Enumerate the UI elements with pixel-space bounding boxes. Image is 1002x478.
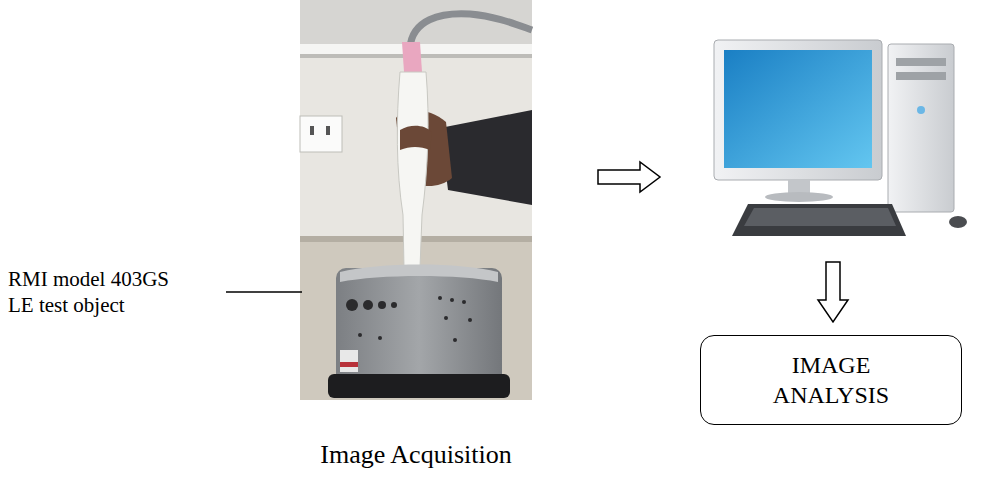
photo-caption-node: Image Acquisition (300, 0, 532, 478)
finger (400, 126, 432, 150)
probe-cable (410, 14, 532, 48)
hole (444, 316, 448, 320)
wall-socket (300, 116, 342, 152)
test-object-holes (346, 296, 472, 342)
monitor-foot (765, 192, 833, 202)
test-object-top (340, 265, 498, 283)
hole (363, 300, 373, 310)
probe (397, 72, 428, 274)
caption-text: Image Acquisition (320, 439, 511, 470)
photo-wall (300, 0, 532, 400)
computer-tower (888, 44, 954, 212)
hole (438, 296, 442, 300)
hole (468, 318, 472, 322)
flow-arrow (818, 262, 848, 322)
hole (462, 300, 466, 304)
keyboard (732, 204, 906, 236)
hole (378, 301, 386, 309)
monitor-neck (788, 180, 810, 194)
socket-slot (310, 126, 314, 135)
process-box: IMAGE ANALYSIS (700, 335, 962, 425)
power-button (917, 106, 925, 114)
computer-illustration (714, 40, 967, 236)
monitor (714, 40, 882, 180)
probe-top (402, 42, 422, 72)
hole (391, 302, 397, 308)
drive-bay (896, 72, 946, 80)
part-label: RMI model 403GS LE test object (8, 266, 183, 319)
test-object-base (328, 374, 510, 398)
hole (346, 299, 358, 311)
test-object (336, 268, 502, 384)
socket-slot (326, 126, 330, 135)
leader-line (226, 291, 302, 293)
flow-arrow (598, 162, 660, 192)
hole (378, 336, 382, 340)
keyboard-keys (744, 208, 896, 226)
sleeve (440, 110, 532, 205)
drive-bay (896, 58, 946, 66)
hole (453, 338, 457, 342)
sticker-stripe (340, 362, 358, 367)
hole (450, 298, 454, 302)
mouse (949, 216, 967, 228)
monitor-screen (724, 50, 872, 168)
hole (358, 333, 362, 337)
box-text: IMAGE ANALYSIS (756, 350, 906, 410)
sticker (340, 350, 358, 372)
acquisition-photo (300, 0, 532, 400)
